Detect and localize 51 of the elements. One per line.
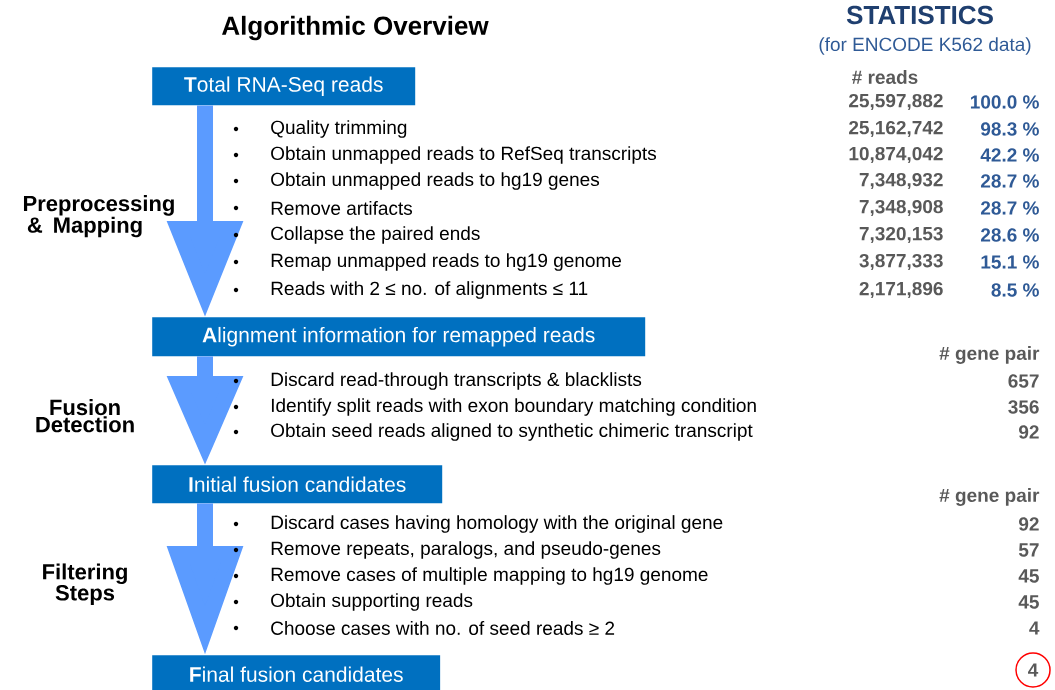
- read-count: 356: [1008, 400, 1039, 414]
- percentage: 100.0 %: [970, 95, 1039, 109]
- process-box: Final fusion candidates: [152, 655, 441, 690]
- column-header: # gene pair: [939, 488, 1040, 506]
- step-text: Obtain unmapped reads to hg19 genes: [271, 172, 600, 190]
- stage-label: Fusion Detection: [36, 399, 134, 433]
- read-count: 45: [1018, 569, 1039, 583]
- step-text: Remove artifacts: [271, 201, 413, 215]
- percentage: 28.7 %: [981, 174, 1039, 188]
- percentage: 42.2 %: [980, 148, 1039, 162]
- step-text: Discard cases having homology with the original gene: [271, 515, 723, 533]
- heading: STATISTICS: [846, 5, 993, 25]
- read-count: 45: [1018, 595, 1039, 609]
- step-text: Reads with 2 ≤ no. of alignments ≤ 11: [271, 281, 588, 299]
- read-count: 657: [1008, 374, 1039, 388]
- read-count: 3,877,333: [859, 253, 943, 271]
- percentage: 8.5 %: [991, 283, 1039, 297]
- process-box: Alignment information for remapped reads: [152, 317, 646, 357]
- percentage: 98.3 %: [981, 122, 1039, 136]
- step-text: Remove cases of multiple mapping to hg19 genome: [271, 567, 708, 585]
- column-header: # gene pair: [939, 346, 1040, 364]
- step-text: Obtain supporting reads: [271, 593, 473, 611]
- step-text: Collapse the paired ends: [271, 226, 480, 244]
- step-text: Obtain unmapped reads to RefSeq transcripts: [271, 146, 656, 164]
- stage-label: Filtering Steps: [43, 563, 127, 605]
- read-count: 4: [1029, 621, 1040, 635]
- step-text: Choose cases with no. of seed reads ≥ 2: [271, 621, 615, 635]
- read-count: 25,162,742: [849, 120, 943, 138]
- read-count: 7,348,932: [859, 172, 943, 190]
- process-box: Total RNA-Seq reads: [152, 67, 416, 106]
- read-count: 7,348,908: [859, 199, 943, 217]
- column-header: # reads: [852, 70, 918, 84]
- read-count: 57: [1018, 543, 1039, 557]
- read-count: 25,597,882: [849, 93, 943, 111]
- step-text: Identify split reads with exon boundary matching condition: [271, 398, 756, 416]
- stage-label: Preprocessing & Mapping: [24, 195, 174, 238]
- step-text: Obtain seed reads aligned to synthetic chimeric transcript: [271, 423, 753, 441]
- read-count: 7,320,153: [859, 226, 943, 244]
- percentage: 28.6 %: [981, 228, 1039, 242]
- process-box: Initial fusion candidates: [152, 465, 443, 504]
- read-count: 2,171,896: [859, 281, 943, 299]
- step-text: Remove repeats, paralogs, and pseudo-genes: [271, 541, 661, 559]
- subheading: (for ENCODE K562 data): [819, 37, 1031, 55]
- read-count: 92: [1019, 425, 1039, 439]
- step-text: Remap unmapped reads to hg19 genome: [271, 253, 622, 271]
- title: Algorithmic Overview: [222, 15, 489, 41]
- percentage: 28.7 %: [981, 201, 1039, 215]
- circled-number: 4: [1015, 652, 1051, 688]
- read-count: 10,874,042: [849, 146, 943, 164]
- percentage: 15.1 %: [981, 255, 1039, 269]
- read-count: 92: [1019, 517, 1039, 531]
